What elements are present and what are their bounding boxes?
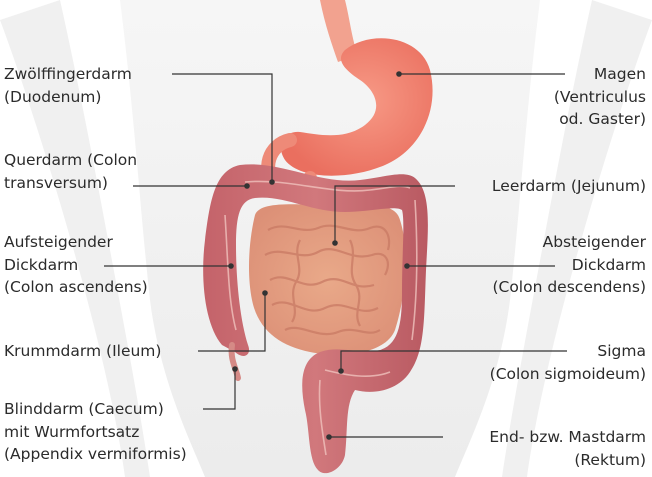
small-intestine	[249, 204, 405, 354]
endpoint-rektum	[326, 434, 332, 440]
label-rektum: End- bzw. Mastdarm (Rektum)	[489, 426, 646, 471]
label-rektum-line-2: (Rektum)	[489, 449, 646, 472]
label-ileum: Krummdarm (Ileum)	[4, 340, 161, 363]
label-descendens-line-3: (Colon descendens)	[492, 276, 646, 299]
label-caecum-line-2: mit Wurmfortsatz	[4, 421, 187, 444]
endpoint-ascendens	[228, 263, 234, 269]
endpoint-descendens	[404, 263, 410, 269]
label-transversum-line-2: transversum)	[4, 172, 137, 195]
label-magen: Magen (Ventriculus od. Gaster)	[554, 63, 646, 131]
label-ascendens-line-3: (Colon ascendens)	[4, 276, 148, 299]
endpoint-magen	[396, 71, 402, 77]
label-caecum-line-3: (Appendix vermiformis)	[4, 443, 187, 466]
label-ileum-line-1: Krummdarm (Ileum)	[4, 340, 161, 363]
endpoint-caecum	[232, 366, 238, 372]
endpoint-duodenum	[269, 179, 275, 185]
label-sigma-line-2: (Colon sigmoideum)	[490, 363, 646, 386]
label-sigma: Sigma (Colon sigmoideum)	[490, 340, 646, 385]
label-ascendens: Aufsteigender Dickdarm (Colon ascendens)	[4, 231, 148, 299]
label-transversum-line-1: Querdarm (Colon	[4, 149, 137, 172]
label-transversum: Querdarm (Colon transversum)	[4, 149, 137, 194]
label-sigma-line-1: Sigma	[490, 340, 646, 363]
label-magen-line-3: od. Gaster)	[554, 108, 646, 131]
label-ascendens-line-1: Aufsteigender	[4, 231, 148, 254]
label-duodenum-line-2: (Duodenum)	[4, 86, 132, 109]
label-caecum-line-1: Blinddarm (Caecum)	[4, 398, 187, 421]
label-descendens: Absteigender Dickdarm (Colon descendens)	[492, 231, 646, 299]
endpoint-sigma	[338, 368, 344, 374]
label-duodenum: Zwölffingerdarm (Duodenum)	[4, 63, 132, 108]
endpoint-transversum	[244, 183, 250, 189]
label-jejunum: Leerdarm (Jejunum)	[492, 175, 646, 198]
label-ascendens-line-2: Dickdarm	[4, 254, 148, 277]
label-magen-line-1: Magen	[554, 63, 646, 86]
label-jejunum-line-1: Leerdarm (Jejunum)	[492, 175, 646, 198]
label-duodenum-line-1: Zwölffingerdarm	[4, 63, 132, 86]
endpoint-ileum	[262, 290, 268, 296]
label-descendens-line-1: Absteigender	[492, 231, 646, 254]
label-magen-line-2: (Ventriculus	[554, 86, 646, 109]
label-caecum: Blinddarm (Caecum) mit Wurmfortsatz (App…	[4, 398, 187, 466]
endpoint-jejunum	[332, 240, 338, 246]
label-descendens-line-2: Dickdarm	[492, 254, 646, 277]
label-rektum-line-1: End- bzw. Mastdarm	[489, 426, 646, 449]
